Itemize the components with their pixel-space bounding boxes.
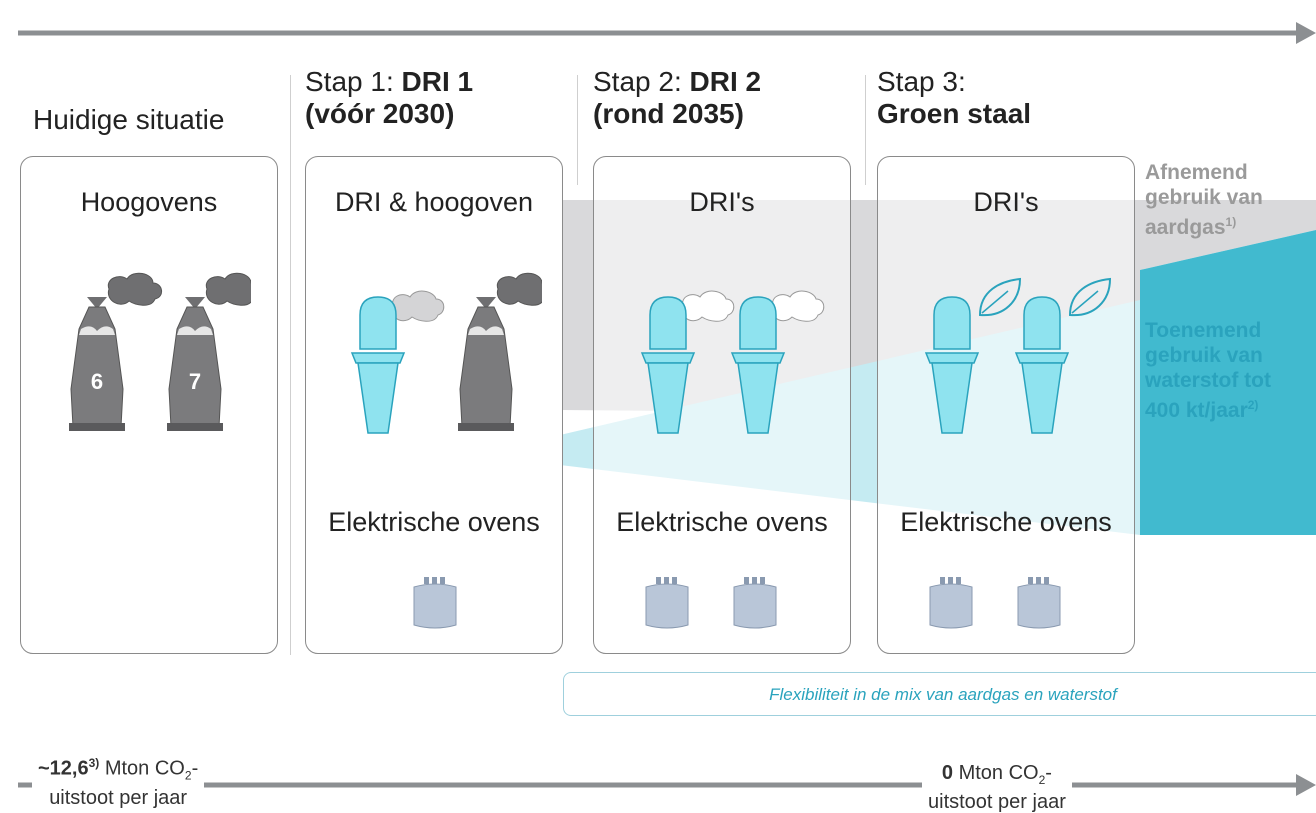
stage-separator — [865, 75, 866, 185]
card-title: Hoogovens — [80, 187, 218, 217]
flexibility-text: Flexibiliteit in de mix van aardgas en w… — [769, 685, 1117, 704]
dri-units — [640, 290, 825, 434]
electric-furnaces — [645, 577, 777, 629]
stage-heading-current: Huidige situatie — [33, 104, 225, 135]
stage-heading-step3: Stap 3: Groen staal — [877, 66, 1032, 129]
card-subtitle: Elektrische ovens — [328, 507, 540, 537]
dri-units-green — [924, 277, 1112, 434]
electric-furnaces — [929, 577, 1061, 629]
blast-furnace-icon: 7 — [167, 272, 251, 431]
card-step1: DRI & hoogoven Elektrische ovens — [305, 156, 563, 654]
blast-furnace-icon: 6 — [69, 272, 162, 431]
dri-unit-icon — [1014, 277, 1112, 434]
stage-heading-step2: Stap 2: DRI 2 (rond 2035) — [593, 66, 762, 129]
dri-and-furnace — [350, 272, 542, 434]
dri-unit-icon — [350, 290, 445, 434]
card-step3: DRI's Elektrische ovens — [877, 156, 1135, 654]
timeline-arrow-top — [18, 22, 1316, 44]
gas-label: Afnemend gebruik van aardgas1) — [1145, 161, 1263, 239]
card-step2: DRI's Elektrische ovens — [593, 156, 851, 654]
blast-furnace-icon — [458, 272, 542, 431]
electric-furnace-icon — [929, 577, 973, 629]
electric-furnace-icon — [645, 577, 689, 629]
card-subtitle: Elektrische ovens — [616, 507, 828, 537]
stage-separator — [577, 75, 578, 185]
card-current: Hoogovens 6 7 — [20, 156, 278, 654]
electric-furnace-icon — [733, 577, 777, 629]
hydrogen-band-strong — [1140, 230, 1316, 535]
blast-furnaces: 6 7 — [69, 272, 251, 431]
stage-separator — [290, 75, 291, 655]
card-title: DRI's — [973, 187, 1039, 217]
dri-unit-icon — [640, 290, 735, 434]
card-subtitle: Elektrische ovens — [900, 507, 1112, 537]
electric-furnace-icon — [1017, 577, 1061, 629]
hydrogen-label: Toenemend gebruik van waterstof tot 400 … — [1145, 319, 1271, 422]
electric-furnace-icon — [413, 577, 457, 629]
timeline-arrow-bottom — [18, 774, 1316, 796]
flexibility-box: Flexibiliteit in de mix van aardgas en w… — [563, 672, 1316, 716]
dri-unit-icon — [730, 290, 825, 434]
emission-start: ~12,63) Mton CO2- uitstoot per jaar — [32, 752, 205, 809]
furnace-number: 7 — [189, 369, 201, 394]
emission-end: 0 Mton CO2- uitstoot per jaar — [922, 762, 1072, 813]
dri-unit-icon — [924, 277, 1022, 434]
card-title: DRI & hoogoven — [334, 187, 534, 217]
stage-heading-step1: Stap 1: DRI 1 (vóór 2030) — [305, 66, 474, 129]
furnace-number: 6 — [91, 369, 103, 394]
card-title: DRI's — [689, 187, 755, 217]
